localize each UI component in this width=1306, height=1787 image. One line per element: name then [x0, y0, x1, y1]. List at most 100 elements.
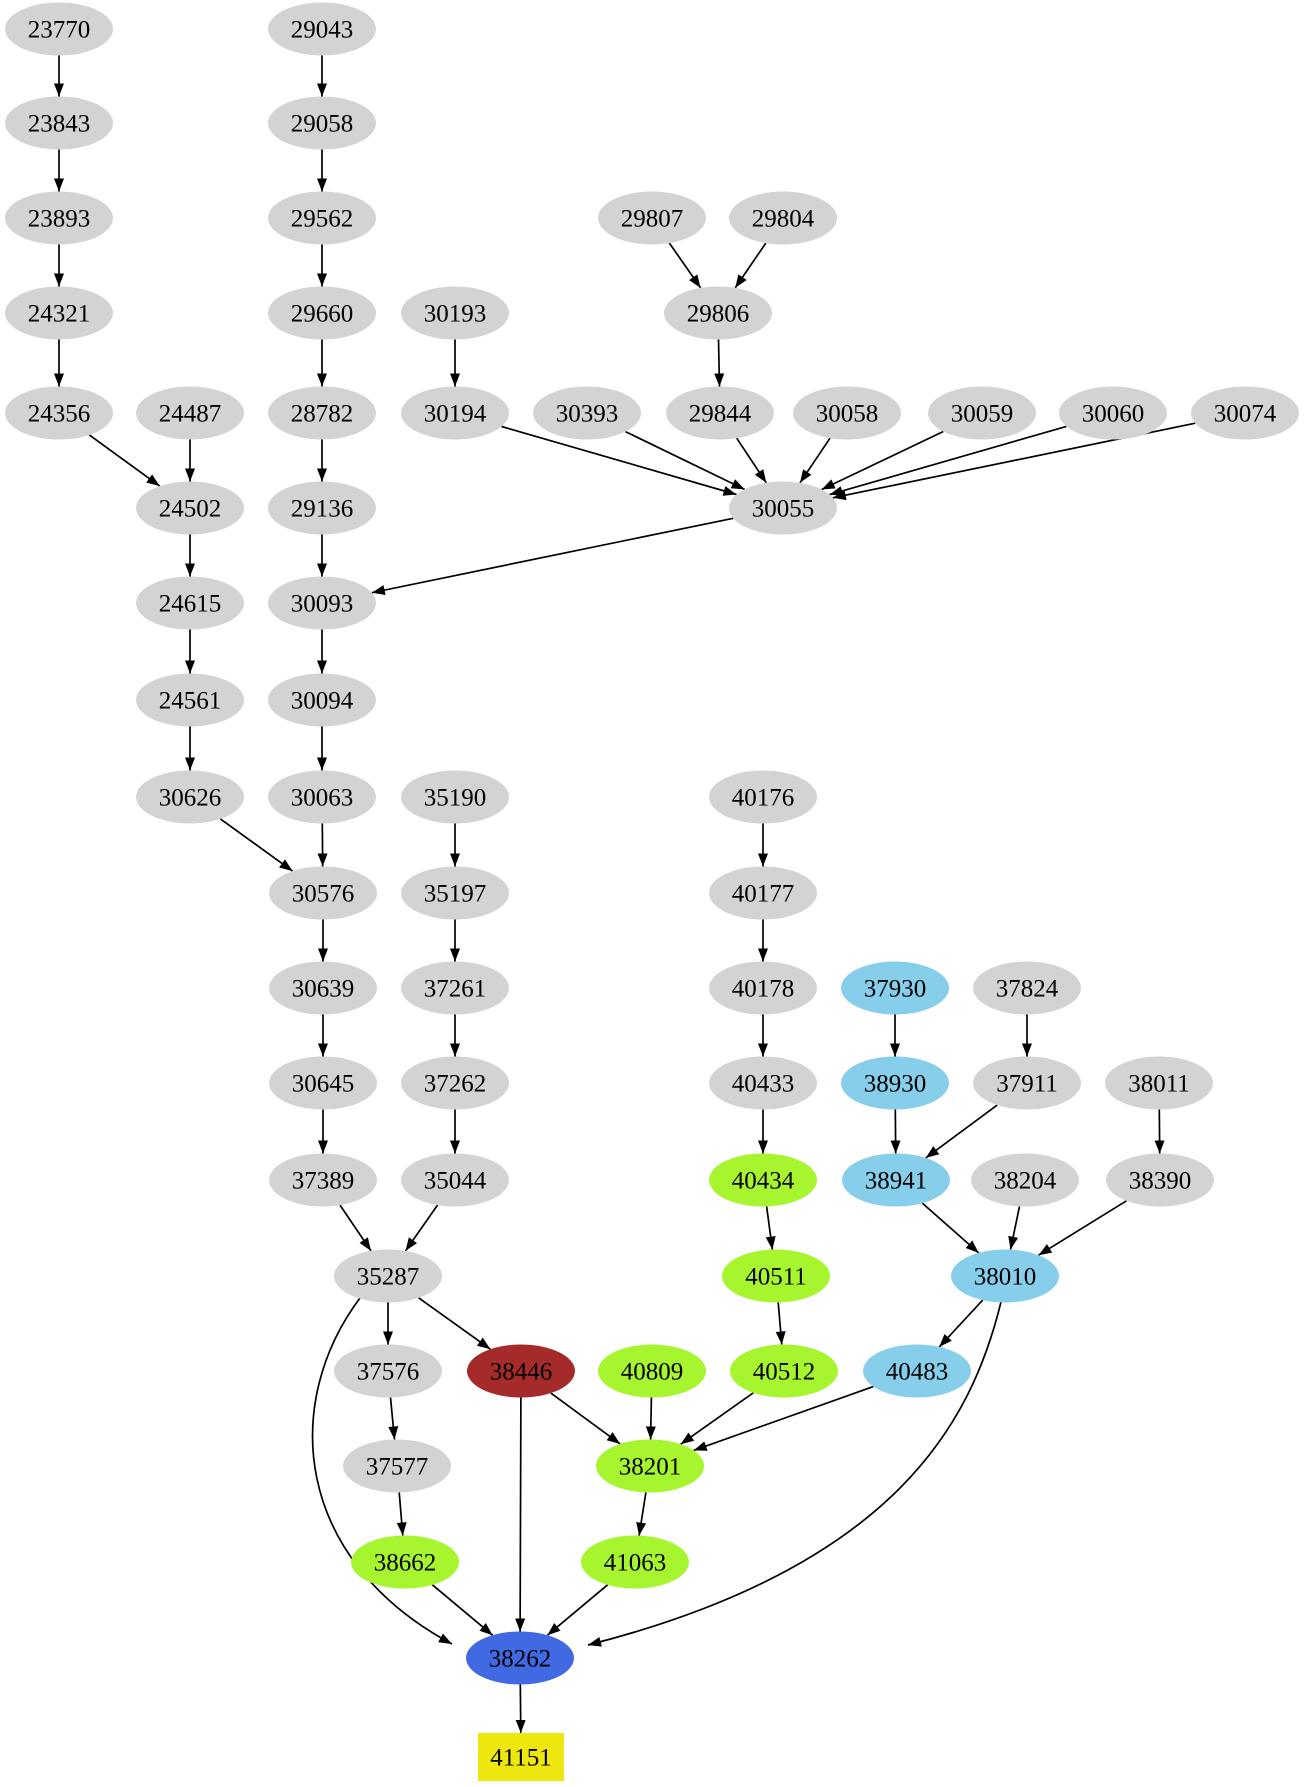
node-ellipse [709, 961, 817, 1015]
node-label: 29136 [291, 496, 354, 523]
node-label: 24615 [159, 591, 222, 618]
graph-node-30193: 30193 [401, 286, 509, 340]
node-ellipse [1105, 1056, 1213, 1110]
node-label: 38662 [374, 1550, 437, 1577]
node-label: 40809 [621, 1359, 684, 1386]
edge-40512-38201 [680, 1392, 754, 1445]
graph-node-40433: 40433 [709, 1056, 817, 1110]
edge-29844-30055 [735, 437, 768, 484]
graph-node-38930: 38930 [841, 1056, 949, 1110]
graph-node-38262: 38262 [466, 1631, 574, 1685]
node-ellipse [1191, 386, 1299, 440]
node-label: 40178 [732, 976, 795, 1003]
node-label: 30645 [292, 1071, 355, 1098]
node-label: 29804 [752, 206, 815, 233]
graph-node-38941: 38941 [842, 1153, 950, 1207]
node-ellipse [863, 1344, 971, 1398]
node-ellipse [136, 770, 244, 824]
node-ellipse [709, 866, 817, 920]
node-label: 30055 [752, 496, 815, 523]
graph-node-29058: 29058 [268, 96, 376, 150]
graph-node-35190: 35190 [401, 770, 509, 824]
node-label: 24321 [28, 301, 91, 328]
node-label: 38011 [1128, 1071, 1190, 1098]
graph-node-30063: 30063 [268, 770, 376, 824]
edge-35044-35287 [404, 1204, 439, 1252]
graph-node-24561: 24561 [136, 673, 244, 727]
node-label: 40177 [732, 881, 795, 908]
edge-40511-40512 [775, 1302, 786, 1345]
node-ellipse [709, 1056, 817, 1110]
edge-24356-24502 [88, 434, 161, 487]
node-label: 38930 [864, 1071, 927, 1098]
node-ellipse [401, 386, 509, 440]
node-label: 40433 [732, 1071, 795, 1098]
node-ellipse [971, 1153, 1079, 1207]
node-ellipse [581, 1535, 689, 1589]
graph-node-37261: 37261 [401, 961, 509, 1015]
node-ellipse [5, 96, 113, 150]
node-ellipse [268, 576, 376, 630]
node-ellipse [268, 2, 376, 56]
graph-node-40178: 40178 [709, 961, 817, 1015]
node-label: 24561 [159, 688, 222, 715]
edge-38201-41063 [636, 1492, 647, 1536]
graph-node-37389: 37389 [269, 1153, 377, 1207]
node-label: 29562 [291, 206, 354, 233]
node-label: 38201 [619, 1454, 682, 1481]
node-label: 30063 [291, 785, 354, 812]
graph-node-35044: 35044 [401, 1153, 509, 1207]
node-label: 30093 [291, 591, 354, 618]
node-label: 29043 [291, 17, 354, 44]
node-label: 37930 [864, 976, 927, 1003]
node-ellipse [598, 1344, 706, 1398]
node-label: 37577 [366, 1454, 429, 1481]
edge-30058-30055 [799, 437, 831, 484]
node-ellipse [269, 1153, 377, 1207]
node-label: 35044 [424, 1168, 487, 1195]
node-label: 30626 [159, 785, 222, 812]
edge-38010-38262 [587, 1301, 1002, 1647]
node-ellipse [334, 1249, 442, 1303]
graph-node-30639: 30639 [269, 961, 377, 1015]
graph-node-30645: 30645 [269, 1056, 377, 1110]
graph-node-28782: 28782 [268, 386, 376, 440]
node-ellipse [928, 386, 1036, 440]
node-label: 37389 [292, 1168, 355, 1195]
edge-38941-38010 [921, 1202, 980, 1254]
edge-40434-40511 [765, 1206, 776, 1250]
edge-30059-30055 [821, 430, 944, 491]
node-label: 30193 [424, 301, 487, 328]
graph-node-30194: 30194 [401, 386, 509, 440]
graph-node-30058: 30058 [793, 386, 901, 440]
node-ellipse [136, 481, 244, 535]
node-ellipse [973, 961, 1081, 1015]
graph-node-23893: 23893 [5, 191, 113, 245]
graph-node-37262: 37262 [401, 1056, 509, 1110]
node-ellipse [5, 286, 113, 340]
node-label: 41151 [490, 1745, 552, 1772]
graph-node-29807: 29807 [598, 191, 706, 245]
node-label: 23893 [28, 206, 91, 233]
edge-30393-30055 [625, 430, 745, 491]
node-label: 40176 [732, 785, 795, 812]
node-label: 38390 [1129, 1168, 1192, 1195]
graph-node-30055: 30055 [729, 481, 837, 535]
edge-40809-38201 [645, 1397, 656, 1440]
edge-38262-41151 [515, 1684, 526, 1734]
node-ellipse [533, 386, 641, 440]
graph-node-40511: 40511 [722, 1249, 830, 1303]
node-ellipse [709, 770, 817, 824]
graph-node-40434: 40434 [709, 1153, 817, 1207]
node-label: 24356 [28, 401, 91, 428]
node-label: 41063 [604, 1550, 667, 1577]
node-label: 37262 [424, 1071, 487, 1098]
node-label: 37824 [996, 976, 1059, 1003]
node-ellipse [136, 386, 244, 440]
edge-37577-38662 [396, 1492, 407, 1536]
edge-41063-38262 [546, 1584, 609, 1636]
node-ellipse [973, 1056, 1081, 1110]
node-ellipse [842, 1153, 950, 1207]
